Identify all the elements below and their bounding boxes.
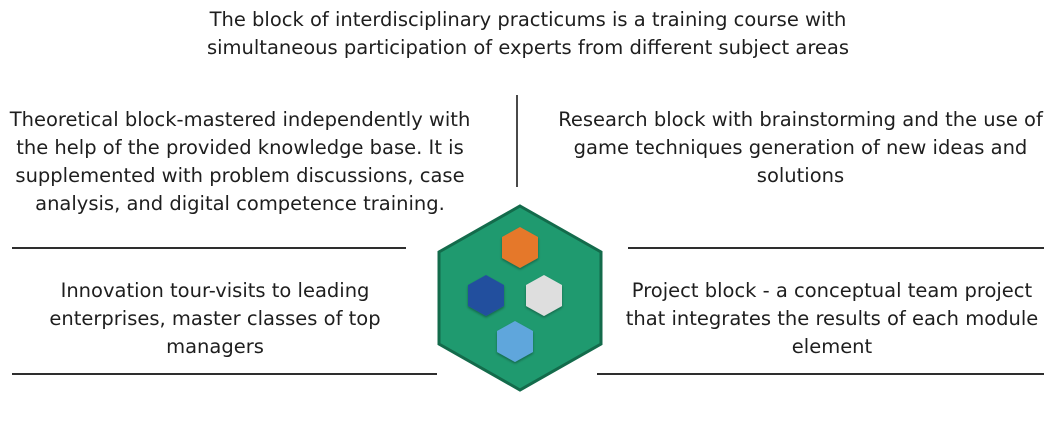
vertical-divider [516,95,518,187]
project-block-line: element [791,335,873,358]
project-block-line: Project block - a conceptual team projec… [631,279,1033,302]
lower-right-divider [597,373,1044,375]
lower-left-divider [12,373,437,375]
research-block-line: game techniques generation of new ideas … [573,136,1028,159]
light-blue-hexagon [497,321,533,362]
theoretical-block-line: the help of the provided knowledge base.… [16,136,464,159]
innovation-tour-line: Innovation tour-visits to leading [60,279,370,302]
project-block-line: that integrates the results of each modu… [625,307,1039,330]
light-gray-hexagon [526,275,562,316]
research-block-line: Research block with brainstorming and th… [558,108,1043,131]
project-block-text: Project block - a conceptual team projec… [612,277,1052,361]
header-line: simultaneous participation of experts fr… [206,36,850,59]
research-block-line: solutions [756,164,845,187]
innovation-tour-line: enterprises, master classes of top [49,307,381,330]
orange-hexagon [502,227,538,268]
upper-left-divider [12,247,406,249]
research-block-text: Research block with brainstorming and th… [545,106,1056,190]
theoretical-block-line: supplemented with problem discussions, c… [15,164,465,187]
upper-right-divider [628,247,1044,249]
innovation-tour-line: managers [166,335,264,358]
header-line: The block of interdisciplinary practicum… [209,8,847,31]
header-text: The block of interdisciplinary practicum… [118,6,938,62]
innovation-tour-text: Innovation tour-visits to leading enterp… [0,277,430,361]
theoretical-block-line: Theoretical block-mastered independently… [9,108,471,131]
dark-blue-hexagon [468,275,504,316]
hexagon-cluster-icon [437,204,603,392]
outer-hexagon [437,204,603,392]
theoretical-block-line: analysis, and digital competence trainin… [35,192,445,215]
theoretical-block-text: Theoretical block-mastered independently… [0,106,480,218]
